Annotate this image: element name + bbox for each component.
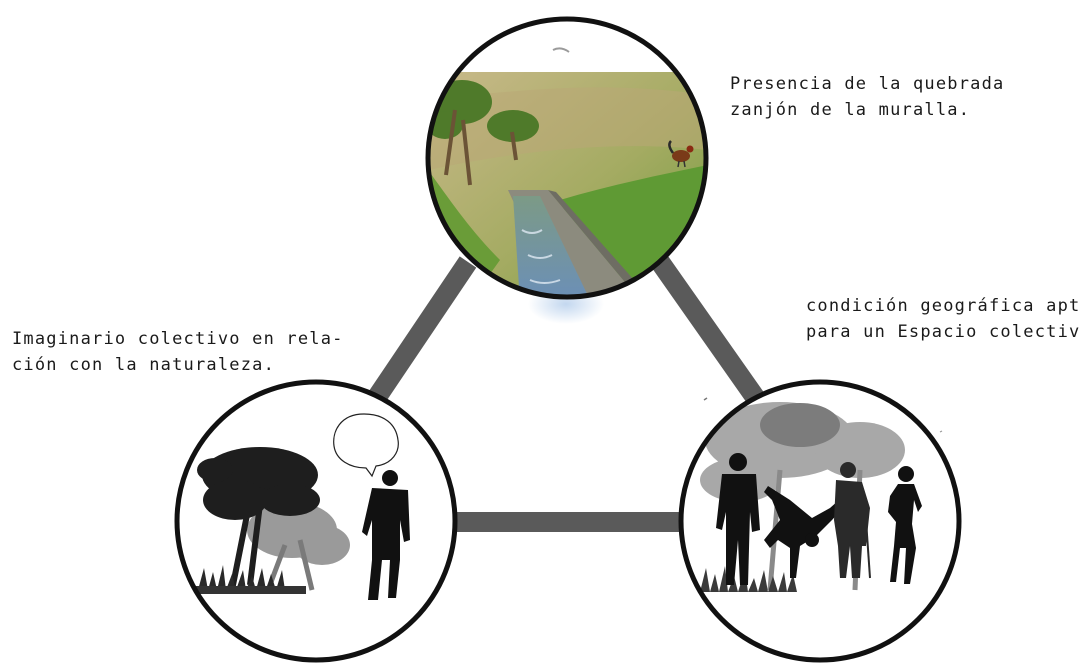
caption-right-line2: para un Espacio colectivo. <box>806 322 1081 342</box>
people-trees-icon <box>700 402 922 592</box>
person-tree-speech-icon <box>196 447 410 600</box>
caption-right-line1: condición geográfica apta <box>806 296 1081 316</box>
rooster-icon <box>668 140 694 168</box>
stray-mark-2 <box>939 430 943 433</box>
dancer-icon <box>764 486 852 578</box>
node-top <box>425 16 709 300</box>
caption-top-line2: zanjón de la muralla. <box>730 100 971 120</box>
caption-left-line2: ción con la naturaleza. <box>12 355 276 375</box>
standing-man-icon <box>716 453 760 585</box>
connector-lines <box>366 256 766 532</box>
caption-left-line1: Imaginario colectivo en rela- <box>12 329 344 349</box>
caption-top: Presencia de la quebrada zanjón de la mu… <box>730 71 1004 123</box>
caption-top-line1: Presencia de la quebrada <box>730 74 1005 94</box>
node-right <box>678 379 962 663</box>
feather-mark <box>552 47 570 53</box>
person-icon <box>362 470 410 600</box>
speech-bubble-icon <box>333 413 399 478</box>
stray-mark <box>703 397 708 401</box>
connector-top-right <box>651 256 766 406</box>
connector-top-left <box>366 256 477 406</box>
woman-icon <box>888 466 922 584</box>
caption-left: Imaginario colectivo en rela- ción con l… <box>12 326 344 378</box>
old-man-icon <box>834 462 871 579</box>
caption-right: condición geográfica apta para un Espaci… <box>806 293 1081 345</box>
node-left <box>174 379 458 663</box>
ravine-photo <box>428 19 706 297</box>
